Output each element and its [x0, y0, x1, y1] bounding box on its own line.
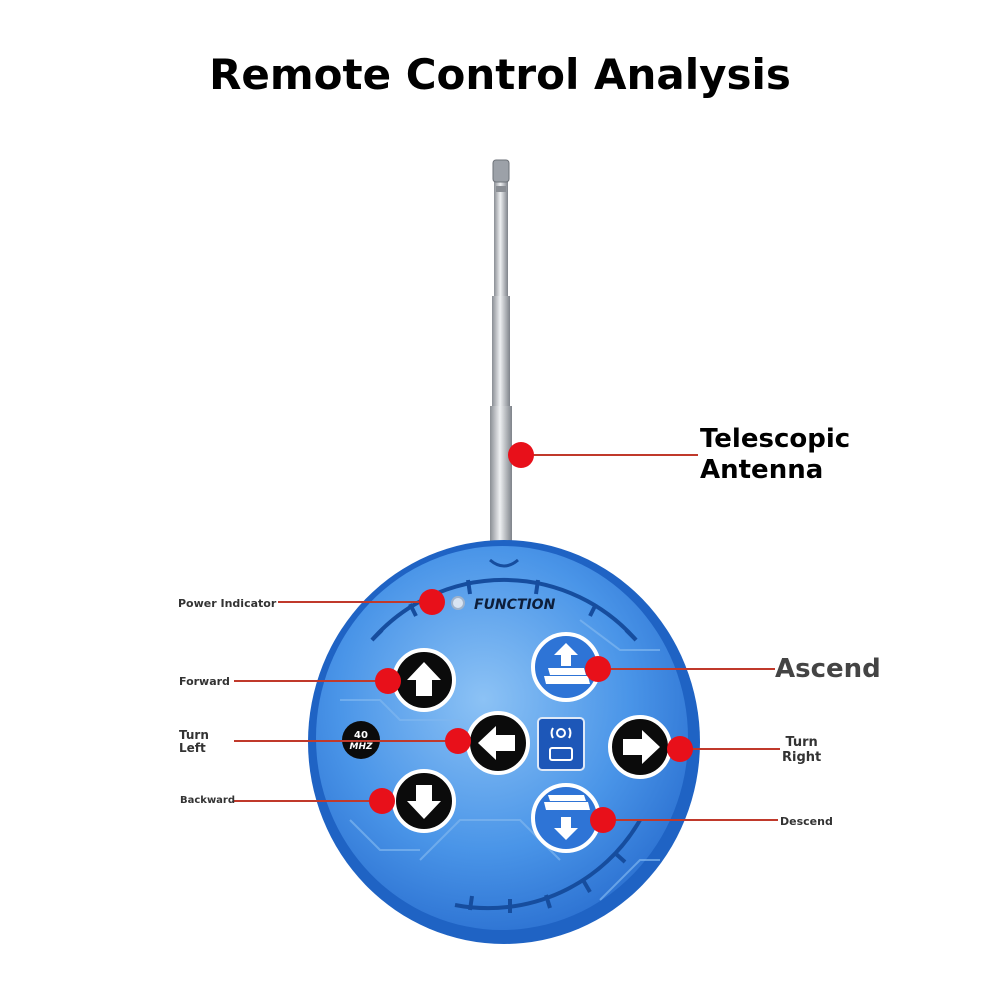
descend-button[interactable] [531, 783, 601, 853]
marker-turn-left [445, 728, 471, 754]
marker-power [419, 589, 445, 615]
turn-right-button[interactable] [608, 715, 672, 779]
callout-turn-right-line2: Right [782, 750, 822, 765]
arrow-right-icon [623, 730, 660, 764]
frequency-value: 40 [354, 730, 368, 741]
arrow-up-icon [407, 662, 441, 696]
callout-forward: Forward [179, 675, 230, 688]
marker-turn-right [667, 736, 693, 762]
callout-markers [369, 442, 693, 833]
callout-backward: Backward [180, 795, 236, 806]
callout-antenna-line2: Antenna [700, 455, 824, 485]
descend-icon [544, 795, 590, 840]
callout-descend: Descend [780, 815, 833, 828]
marker-ascend [585, 656, 611, 682]
callout-power-indicator: Power Indicator [178, 597, 277, 610]
callout-turn-left: Turn Left [179, 729, 209, 755]
arrow-down-icon [407, 785, 441, 819]
leader-lines [234, 454, 780, 821]
callout-turn-right-line1: Turn [785, 735, 818, 750]
telescopic-antenna [490, 159, 512, 556]
backward-button[interactable] [392, 769, 456, 833]
callout-antenna-line1: Telescopic [700, 424, 851, 454]
marker-antenna [508, 442, 534, 468]
forward-button[interactable] [392, 648, 456, 712]
function-label: FUNCTION [474, 597, 556, 613]
power-led [451, 596, 465, 610]
arrow-left-icon [478, 726, 515, 760]
marker-forward [375, 668, 401, 694]
turn-left-button[interactable] [466, 711, 530, 775]
callout-ascend: Ascend [775, 654, 881, 684]
center-signal-button[interactable] [537, 717, 585, 771]
callout-turn-right: Turn Right [782, 735, 821, 765]
signal-icon [549, 727, 573, 761]
callout-turn-left-line1: Turn [179, 728, 209, 742]
marker-descend [590, 807, 616, 833]
frequency-unit: MHZ [349, 742, 372, 752]
callout-turn-left-line2: Left [179, 741, 206, 755]
marker-backward [369, 788, 395, 814]
page-title: Remote Control Analysis [209, 50, 791, 99]
ascend-icon [544, 643, 590, 684]
callout-antenna: Telescopic Antenna [700, 424, 850, 486]
